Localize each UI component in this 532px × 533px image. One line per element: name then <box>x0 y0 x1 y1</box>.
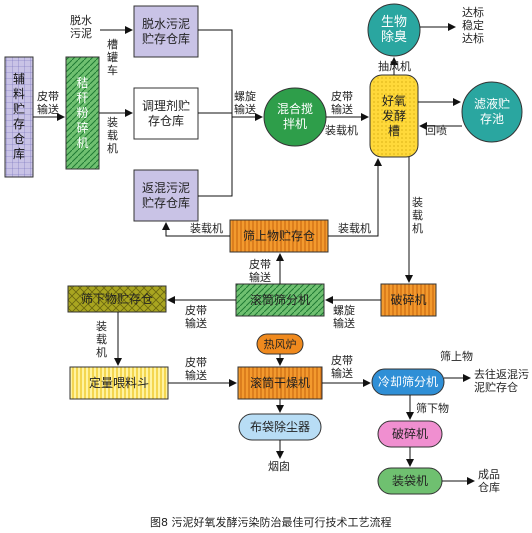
dewatered-sludge-storage: 脱水污泥 贮存仓库 <box>141 16 190 46</box>
conditioner-storage: 调理剂贮 存仓库 <box>141 98 190 128</box>
label-belt-2: 皮带 输送 <box>331 90 353 116</box>
return-sludge-storage: 返混污泥 贮存仓库 <box>141 180 190 210</box>
label-exhaust-fan: 抽风机 <box>378 60 411 73</box>
label-undersize: 筛下物 <box>416 402 449 415</box>
bag-dust-collector: 布袋除尘器 <box>249 419 310 434</box>
label-loader-3: 装 载 机 <box>412 196 423 235</box>
label-loader-4: 装载机 <box>338 222 371 235</box>
label-loader-6: 装 载 机 <box>96 320 107 359</box>
label-flue-gas: 烟囱 <box>268 460 290 473</box>
label-reinject: 回喷 <box>425 124 447 137</box>
screen-undersize-storage: 筛下物贮存仓 <box>80 291 153 306</box>
label-loader-1: 装 载 机 <box>107 116 118 155</box>
figure-caption: 图8 污泥好氧发酵污染防治最佳可行技术工艺流程 <box>150 516 392 529</box>
cooling-screen: 冷却筛分机 <box>377 374 438 389</box>
label-belt-6: 皮带 输送 <box>331 354 353 380</box>
label-tank-truck: 槽 罐 车 <box>107 38 118 77</box>
label-to-return-storage: 去往返混污 泥贮存仓 <box>474 368 529 394</box>
label-belt-4: 皮带 输送 <box>185 304 207 330</box>
label-dewatered-sludge: 脱水 污泥 <box>70 14 92 40</box>
label-screw-1: 螺旋 输送 <box>234 90 256 116</box>
label-belt-5: 皮带 输送 <box>185 356 207 382</box>
crusher-1: 破碎机 <box>390 292 427 307</box>
label-belt-1: 皮带 输送 <box>37 90 59 116</box>
drum-dryer: 滚筒干燥机 <box>249 375 310 390</box>
label-belt-3: 皮带 输送 <box>249 258 271 284</box>
bagging-machine: 装袋机 <box>391 473 428 488</box>
aerobic-fermentation-tank: 好氧 发酵 槽 <box>381 93 406 138</box>
label-standard-discharge: 达标 稳定 达标 <box>462 6 484 45</box>
auxiliary-storage: 辅 料 贮 存 仓 库 <box>12 72 25 161</box>
label-loader-5: 装载机 <box>190 222 223 235</box>
label-oversize: 筛上物 <box>440 350 473 363</box>
quantitative-feeder: 定量喂料斗 <box>88 375 149 390</box>
drum-screen: 滚筒筛分机 <box>249 292 310 307</box>
screen-oversize-storage: 筛上物贮存仓 <box>242 228 315 243</box>
leachate-storage-pool: 滤液贮 存池 <box>473 97 510 126</box>
label-loader-2: 装载机 <box>325 124 358 137</box>
label-product-storage: 成品 仓库 <box>478 468 500 494</box>
straw-crusher: 秸 秆 粉 碎 机 <box>76 75 89 150</box>
mixer: 混合搅 拌机 <box>276 102 313 131</box>
crusher-2: 破碎机 <box>391 426 428 441</box>
label-screw-2: 螺旋 输送 <box>333 304 355 330</box>
hot-air-furnace: 热风炉 <box>263 337 297 351</box>
bio-deodorization: 生物 除臭 <box>380 15 407 45</box>
